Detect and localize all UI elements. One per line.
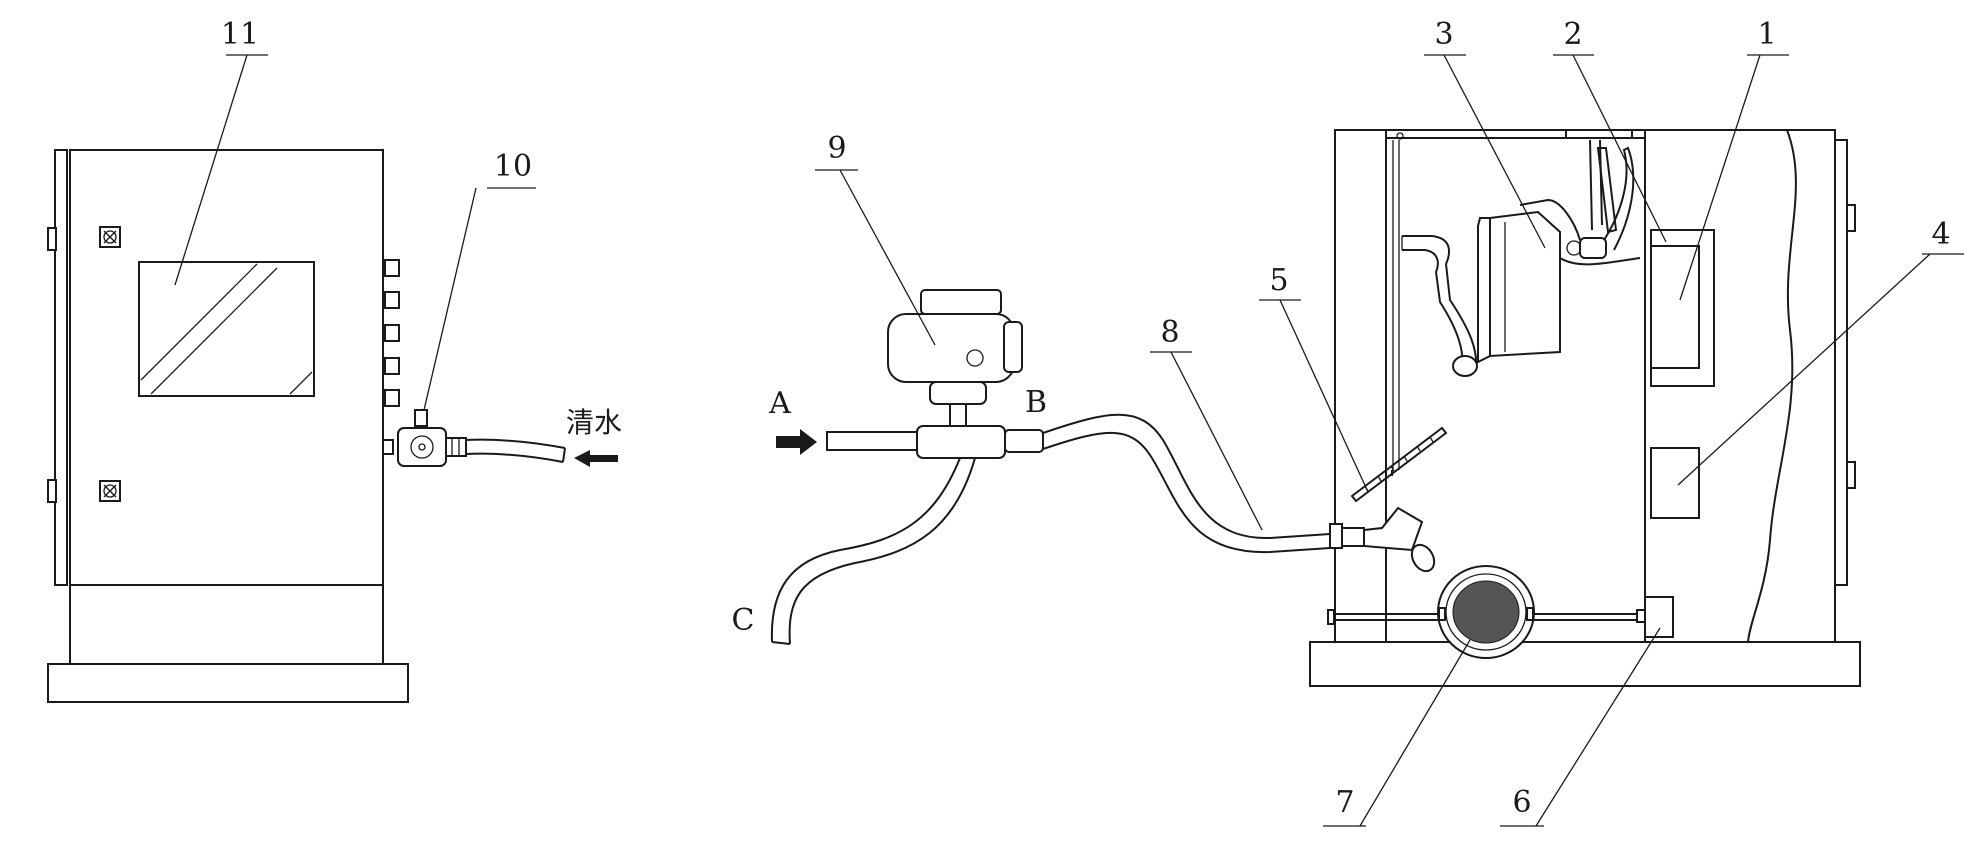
solenoid-valve — [397, 409, 467, 467]
leader-line-7 — [1359, 639, 1471, 827]
section-cabinet-base — [1309, 641, 1861, 687]
leader-line-1 — [1679, 54, 1761, 301]
arrow-left-icon — [574, 450, 618, 467]
pump-motor — [887, 313, 1015, 383]
junction-box — [1650, 447, 1700, 519]
inlet-a-label: A — [768, 386, 791, 421]
callout-3: 3 — [1434, 17, 1453, 52]
section-cabinet: 3 2 1 4 5 7 6 — [1259, 17, 1964, 827]
hinge-strip — [54, 149, 68, 586]
section-cabinet-shell — [1334, 129, 1836, 643]
leader-line-3 — [1443, 54, 1546, 249]
sensor-box — [1644, 596, 1674, 638]
section-break-line — [1747, 129, 1797, 643]
callout-5: 5 — [1269, 263, 1288, 298]
callout-7: 7 — [1335, 785, 1354, 820]
leader-line-6 — [1535, 627, 1661, 827]
callout-1: 1 — [1757, 17, 1776, 52]
leader-line-9 — [839, 169, 936, 346]
callout-6: 6 — [1512, 785, 1531, 820]
leader-line-4 — [1677, 253, 1931, 486]
spray-nozzle-head — [1477, 146, 1641, 364]
arrow-right-icon — [776, 429, 817, 455]
front-cabinet: 清水 11 10 — [47, 17, 622, 703]
branch-c-label: C — [732, 603, 755, 638]
pump-motor-cap — [920, 289, 1002, 315]
leader-line-2 — [1572, 54, 1667, 243]
fan-grille-icon — [1437, 565, 1535, 659]
cable-glands — [382, 259, 400, 455]
pump-assembly: A B C 9 8 — [732, 131, 1331, 645]
callout-4: 4 — [1931, 217, 1950, 252]
leader-line-11 — [174, 54, 248, 286]
hinge-icon — [47, 479, 57, 503]
front-cabinet-body — [69, 149, 384, 665]
tee-joint — [916, 425, 1006, 459]
leader-line-10 — [423, 187, 477, 411]
outlet-b-label: B — [1025, 385, 1047, 420]
hose-c — [770, 457, 961, 643]
spray-arm-bracket — [1401, 139, 1603, 377]
inlet-pipe-a — [826, 431, 918, 451]
front-cabinet-base — [47, 663, 409, 703]
hose-b — [1042, 413, 1331, 540]
callout-10: 10 — [494, 149, 532, 184]
lock-knob-bottom — [99, 480, 121, 502]
inlet-hose — [465, 438, 566, 449]
display-window — [138, 261, 315, 397]
inlet-nozzle — [1329, 506, 1436, 573]
leader-line-8 — [1170, 351, 1263, 531]
callout-9: 9 — [827, 131, 846, 166]
leader-line-5 — [1279, 299, 1369, 493]
clean-water-label: 清水 — [566, 406, 622, 439]
hinge-icon — [47, 227, 57, 251]
callout-8: 8 — [1160, 315, 1179, 350]
callout-2: 2 — [1563, 17, 1582, 52]
callout-11: 11 — [221, 17, 259, 52]
lock-knob-top — [99, 226, 121, 248]
